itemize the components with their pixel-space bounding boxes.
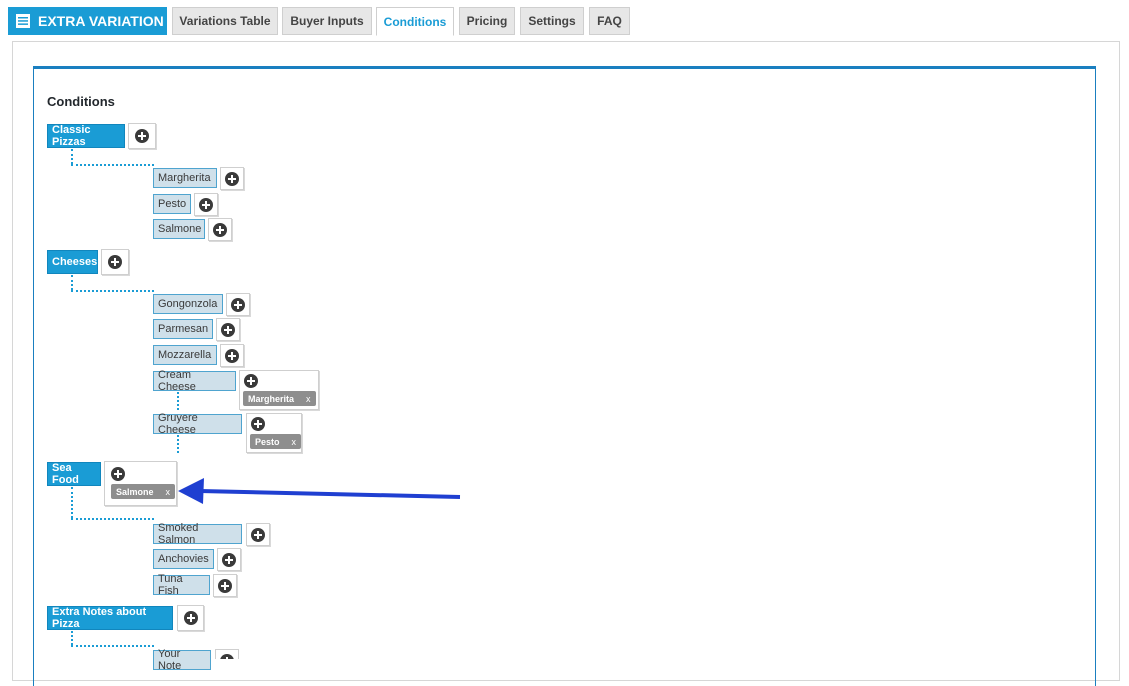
connector-line [177,435,179,453]
add-condition-button[interactable] [208,218,232,241]
group-extra-notes[interactable]: Extra Notes about Pizza [47,606,173,630]
add-condition-button[interactable] [215,649,239,659]
item-smoked-salmon[interactable]: Smoked Salmon [153,522,242,546]
item-tuna-fish[interactable]: Tuna Fish [153,573,210,597]
tab-settings[interactable]: Settings [520,7,584,35]
add-condition-button[interactable] [220,167,244,190]
add-condition-button[interactable] [177,605,204,631]
brand-text: EXTRA VARIATION [38,13,164,29]
item-salmone[interactable]: Salmone [153,219,205,239]
condition-box: Salmone x [104,461,177,506]
group-sea-food[interactable]: Sea Food [47,462,101,486]
plus-circle-icon [222,553,236,567]
connector-line [71,631,73,645]
remove-tag-icon[interactable]: x [291,436,297,447]
connector-line [71,290,154,292]
plus-circle-icon [213,223,227,237]
connector-line [71,645,154,647]
add-condition-button[interactable] [101,249,129,275]
item-cream-cheese[interactable]: Cream Cheese [153,369,236,393]
item-anchovies[interactable]: Anchovies [153,549,214,569]
item-gongonzola[interactable]: Gongonzola [153,294,223,314]
add-condition-button[interactable] [213,574,237,597]
connector-line [71,487,73,518]
plus-circle-icon [108,255,122,269]
plus-circle-icon [221,323,235,337]
connector-line [71,275,73,290]
tag-label: Salmone [116,486,154,497]
condition-tag[interactable]: Salmone x [111,484,176,499]
brand-label: EXTRA VARIATION [8,7,167,35]
add-condition-button[interactable] [194,193,218,216]
remove-tag-icon[interactable]: x [165,486,171,497]
connector-line [71,164,154,166]
item-mozzarella[interactable]: Mozzarella [153,345,217,365]
annotation-arrow [178,478,461,504]
connector-line [71,518,154,520]
plus-circle-icon [220,654,234,659]
tab-buyer-inputs[interactable]: Buyer Inputs [282,7,372,35]
connector-line [71,149,73,164]
plus-circle-icon[interactable] [244,374,258,388]
tab-bar: EXTRA VARIATION Variations Table Buyer I… [0,0,1129,36]
plus-circle-icon[interactable] [111,467,125,481]
add-condition-button[interactable] [128,123,156,149]
add-condition-button[interactable] [217,548,241,571]
item-parmesan[interactable]: Parmesan [153,319,213,339]
add-condition-button[interactable] [220,344,244,367]
plus-circle-icon [199,198,213,212]
plus-circle-icon [225,172,239,186]
item-gruyere-cheese[interactable]: Gruyere Cheese [153,412,242,436]
tag-label: Margherita [248,393,295,404]
plus-circle-icon [184,611,198,625]
plus-circle-icon [218,579,232,593]
section-title: Conditions [47,94,115,109]
add-condition-button[interactable] [226,293,250,316]
plus-circle-icon [225,349,239,363]
remove-tag-icon[interactable]: x [306,393,311,404]
add-condition-button[interactable] [246,523,270,546]
tab-pricing[interactable]: Pricing [459,7,515,35]
item-margherita[interactable]: Margherita [153,168,217,188]
table-list-icon [16,14,30,28]
conditions-box [33,66,1096,686]
tab-faq[interactable]: FAQ [589,7,630,35]
plus-circle-icon[interactable] [251,417,265,431]
connector-line [177,392,179,410]
add-condition-button[interactable] [216,318,240,341]
plus-circle-icon [135,129,149,143]
item-pesto[interactable]: Pesto [153,194,191,214]
tag-label: Pesto [255,436,280,447]
condition-tag[interactable]: Margherita x [243,391,316,406]
tab-variations-table[interactable]: Variations Table [172,7,278,35]
group-classic-pizzas[interactable]: Classic Pizzas [47,124,125,148]
plus-circle-icon [231,298,245,312]
condition-box: Margherita x [239,370,319,410]
plus-circle-icon [251,528,265,542]
group-cheeses[interactable]: Cheeses [47,250,98,274]
tab-conditions[interactable]: Conditions [376,7,454,36]
